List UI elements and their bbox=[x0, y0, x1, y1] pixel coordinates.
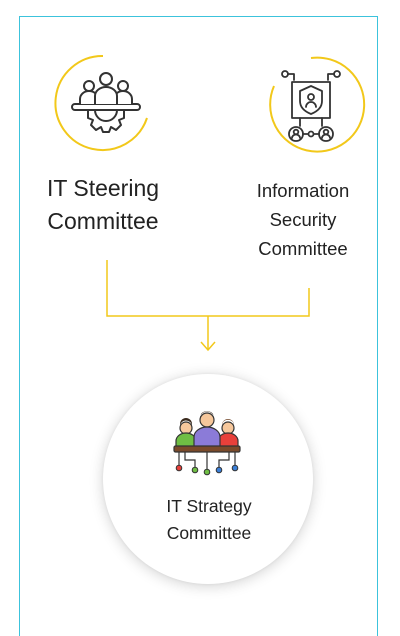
steering-label-line1: IT Steering bbox=[46, 175, 160, 201]
security-label-line1: Information bbox=[256, 180, 350, 201]
strategy-label-line1: IT Strategy bbox=[166, 496, 252, 516]
security-label-line3: Committee bbox=[258, 238, 348, 259]
steering-committee-label: IT Steering Committee bbox=[28, 172, 178, 238]
team-gear-icon bbox=[48, 48, 158, 158]
security-committee-label: Information Security Committee bbox=[228, 176, 378, 263]
shield-network-icon bbox=[256, 50, 366, 160]
security-label-line2: Security bbox=[269, 209, 337, 230]
steering-label-line2: Committee bbox=[47, 208, 159, 234]
strategy-committee-circle bbox=[103, 374, 313, 584]
strategy-committee-label: IT Strategy Committee bbox=[129, 493, 289, 547]
meeting-team-icon bbox=[171, 408, 243, 476]
strategy-label-line2: Committee bbox=[166, 523, 252, 543]
